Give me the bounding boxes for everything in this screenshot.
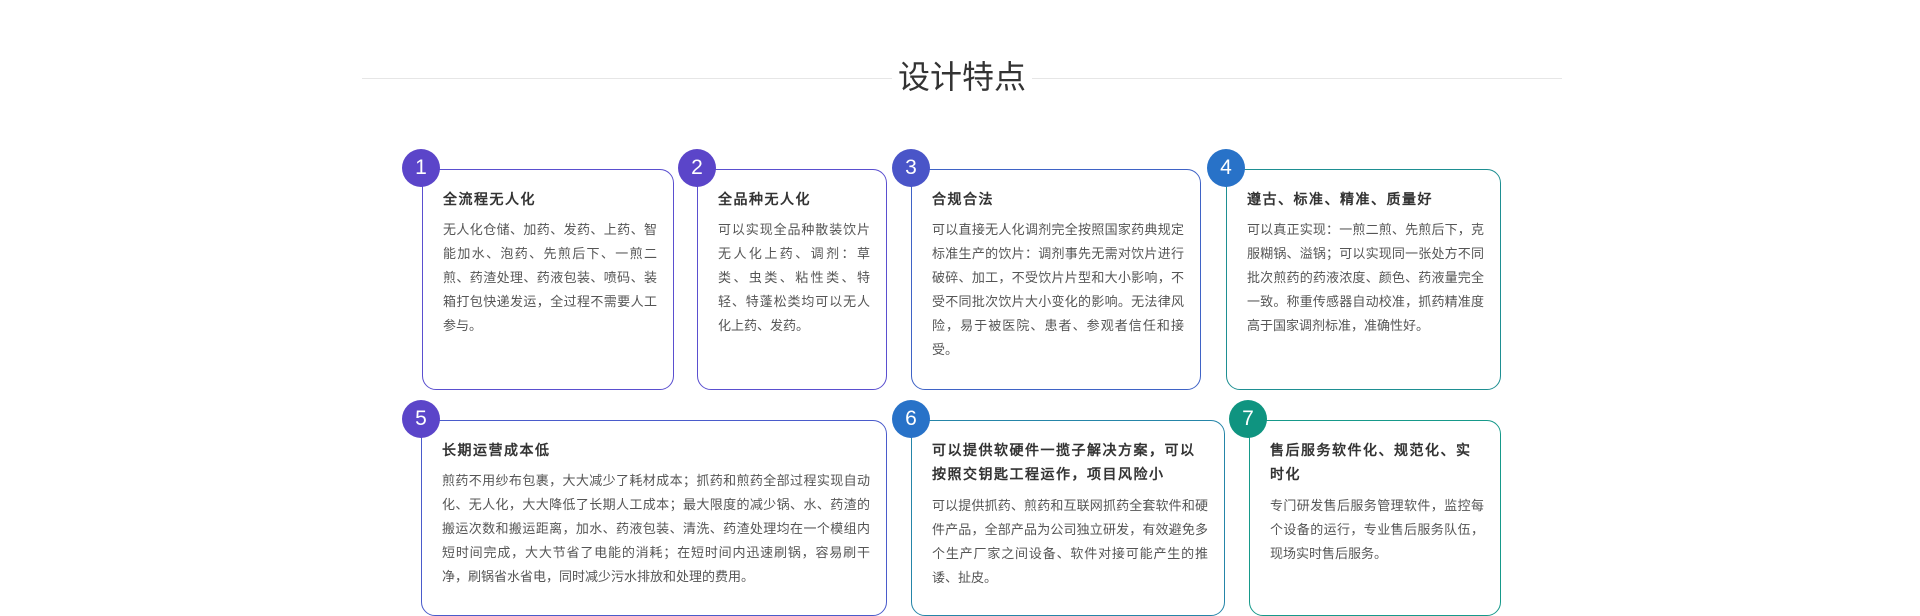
feature-title: 遵古、标准、精准、质量好 xyxy=(1247,192,1433,208)
feature-description: 煎药不用纱布包裹，大大减少了耗材成本；抓药和煎药全部过程实现自动化、无人化，大大… xyxy=(442,474,870,585)
feature-number-badge-3: 3 xyxy=(892,149,930,187)
feature-title: 合规合法 xyxy=(932,192,994,208)
feature-card-2: 全品种无人化 可以实现全品种散装饮片无人化上药、调剂：草类、虫类、粘性类、特轻、… xyxy=(697,169,887,390)
feature-description: 可以真正实现：一煎二煎、先煎后下，克服糊锅、溢锅；可以实现同一张处方不同批次煎药… xyxy=(1247,223,1484,334)
feature-title: 长期运营成本低 xyxy=(442,443,551,459)
feature-card-4: 遵古、标准、精准、质量好 可以真正实现：一煎二煎、先煎后下，克服糊锅、溢锅；可以… xyxy=(1226,169,1501,390)
feature-title: 全流程无人化 xyxy=(443,192,536,208)
feature-description: 可以直接无人化调剂完全按照国家药典规定标准生产的饮片：调剂事先无需对饮片进行破碎… xyxy=(932,223,1184,358)
feature-title: 可以提供软硬件一揽子解决方案，可以按照交钥匙工程运作，项目风险小 xyxy=(932,443,1196,483)
feature-card-3: 合规合法 可以直接无人化调剂完全按照国家药典规定标准生产的饮片：调剂事先无需对饮… xyxy=(911,169,1201,390)
feature-number-badge-1: 1 xyxy=(402,149,440,187)
feature-description: 无人化仓储、加药、发药、上药、智能加水、泡药、先煎后下、一煎二煎、药渣处理、药液… xyxy=(443,223,657,334)
feature-card-1: 全流程无人化 无人化仓储、加药、发药、上药、智能加水、泡药、先煎后下、一煎二煎、… xyxy=(422,169,674,390)
section-title: 设计特点 xyxy=(891,55,1033,99)
feature-number-badge-5: 5 xyxy=(402,400,440,438)
feature-card-6: 可以提供软硬件一揽子解决方案，可以按照交钥匙工程运作，项目风险小 可以提供抓药、… xyxy=(911,420,1225,616)
feature-title: 售后服务软件化、规范化、实时化 xyxy=(1270,443,1472,483)
feature-description: 可以提供抓药、煎药和互联网抓药全套软件和硬件产品，全部产品为公司独立研发，有效避… xyxy=(932,499,1208,586)
feature-card-7: 售后服务软件化、规范化、实时化 专门研发售后服务管理软件，监控每个设备的运行，专… xyxy=(1249,420,1501,616)
feature-card-5: 长期运营成本低 煎药不用纱布包裹，大大减少了耗材成本；抓药和煎药全部过程实现自动… xyxy=(421,420,887,616)
feature-description: 可以实现全品种散装饮片无人化上药、调剂：草类、虫类、粘性类、特轻、特蓬松类均可以… xyxy=(718,223,870,334)
feature-description: 专门研发售后服务管理软件，监控每个设备的运行，专业售后服务队伍，现场实时售后服务… xyxy=(1270,499,1484,562)
feature-number-badge-6: 6 xyxy=(892,400,930,438)
feature-title: 全品种无人化 xyxy=(718,192,811,208)
section-header: 设计特点 xyxy=(362,55,1562,105)
feature-number-badge-2: 2 xyxy=(678,149,716,187)
feature-number-badge-4: 4 xyxy=(1207,149,1245,187)
feature-number-badge-7: 7 xyxy=(1229,400,1267,438)
